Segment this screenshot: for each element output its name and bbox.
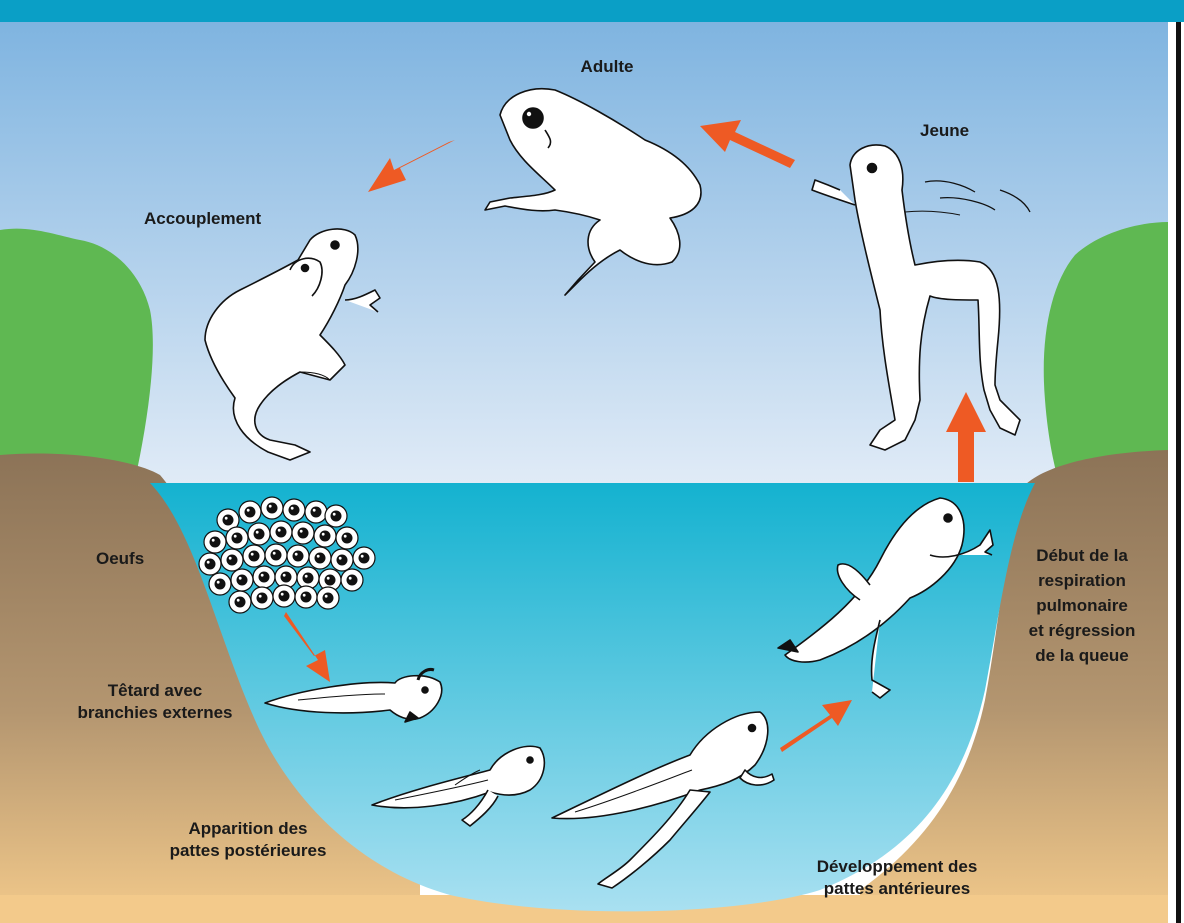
stage-label-line: branchies externes	[70, 702, 240, 724]
stage-label-eggs: Oeufs	[96, 548, 144, 570]
top-bar	[0, 0, 1184, 22]
sky	[0, 22, 1168, 492]
stage-label-adult: Adulte	[574, 56, 640, 78]
stage-label-line: Adulte	[574, 56, 640, 78]
stage-label-line: de la queue	[1016, 643, 1148, 668]
stage-label-line: pattes antérieures	[792, 878, 1002, 900]
stage-label-line: respiration	[1016, 568, 1148, 593]
stage-label-line: Début de la	[1016, 543, 1148, 568]
stage-label-line: Têtard avec	[70, 680, 240, 702]
stage-label-line: et régression	[1016, 618, 1148, 643]
stage-label-tadpole-gills: Têtard avec branchies externes	[70, 680, 240, 724]
stage-label-line: Développement des	[792, 856, 1002, 878]
stage-label-young: Jeune	[920, 120, 969, 142]
stage-label-line: pulmonaire	[1016, 593, 1148, 618]
stage-label-line: Jeune	[920, 120, 969, 142]
stage-label-line: Apparition des	[158, 818, 338, 840]
stage-label-line: pattes postérieures	[158, 840, 338, 862]
stage-label-lung-breathing: Début de la respiration pulmonaire et ré…	[1016, 543, 1148, 668]
stage-label-line: Accouplement	[144, 208, 261, 230]
stage-label-front-legs: Développement des pattes antérieures	[792, 856, 1002, 900]
stage-label-mating: Accouplement	[144, 208, 261, 230]
stage-label-hind-legs: Apparition des pattes postérieures	[158, 818, 338, 862]
stage-label-line: Oeufs	[96, 548, 144, 570]
right-edge-line	[1176, 22, 1181, 923]
